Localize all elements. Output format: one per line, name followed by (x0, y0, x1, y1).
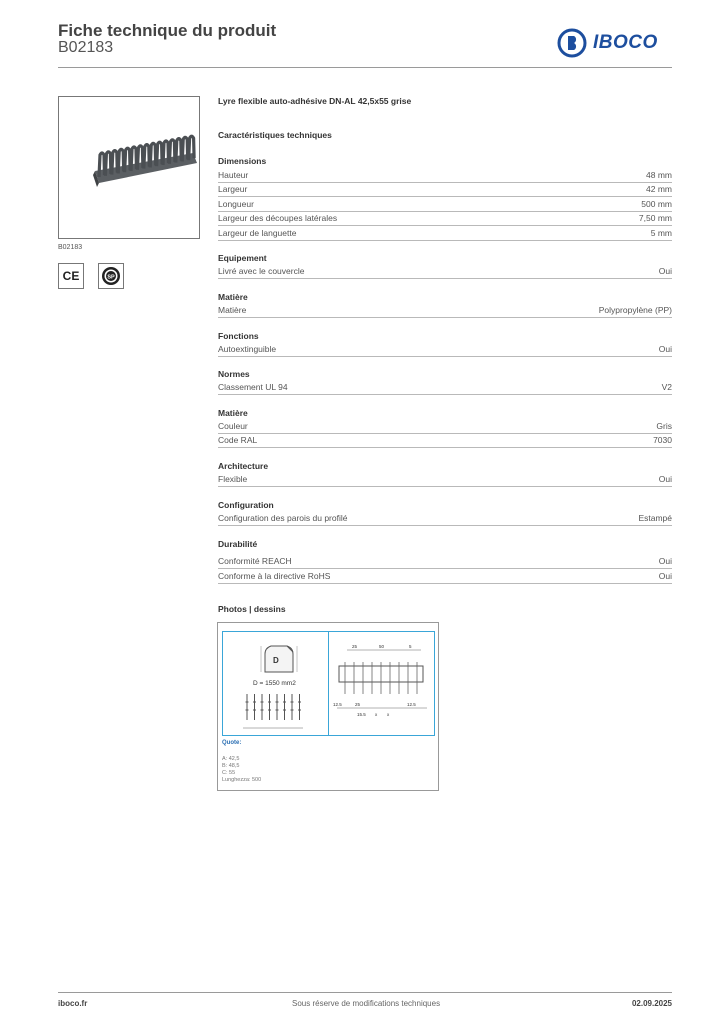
csa-logo-icon: SP (102, 267, 120, 285)
cross-section-drawing: D D = 1550 mm2 (243, 645, 303, 729)
comb-tooth (260, 694, 264, 720)
product-code: B02183 (58, 39, 114, 56)
cable-duct-illustration (93, 134, 197, 187)
csa-mark-icon: SP (98, 263, 124, 289)
iboco-logo-icon (557, 28, 587, 58)
comb-tooth (268, 694, 271, 720)
comb-tooth (290, 694, 294, 720)
comb-tooth (253, 694, 256, 720)
section-functions-title: Fonctions (218, 331, 259, 341)
section-architecture-title: Architecture (218, 461, 269, 471)
duct-finger (116, 147, 126, 174)
brand-name: IBOCO (593, 32, 658, 53)
svg-text:12.5: 12.5 (333, 702, 342, 707)
svg-text:15.5: 15.5 (357, 712, 366, 717)
section-label: D (273, 656, 279, 665)
duct-finger (167, 138, 177, 164)
svg-text:12.5: 12.5 (407, 702, 416, 707)
drawing-side-view: 25 50 5 12.5 25 12.5 15.5 x x (328, 631, 435, 736)
duct-finger (135, 144, 145, 170)
duct-finger (142, 143, 151, 169)
quote-line: B: 48,5 (222, 763, 240, 769)
duct-finger (123, 146, 132, 173)
section-material-colour-title: Matière (218, 408, 248, 418)
comb-tooth (298, 694, 301, 720)
photos-title: Photos | dessins (218, 604, 286, 614)
duct-finger (174, 137, 183, 163)
technical-drawing: D D = 1550 mm2 25 50 5 12.5 25 12.5 15.5… (217, 622, 439, 791)
duct-finger (148, 141, 158, 168)
section-durability-title: Durabilité (218, 539, 258, 549)
duct-finger (97, 151, 107, 178)
drawing-cross-section: D D = 1550 mm2 (222, 631, 329, 736)
header-divider (58, 67, 672, 68)
duct-finger (155, 140, 164, 167)
quote-title: Quote: (222, 740, 242, 746)
duct-finger (187, 134, 196, 161)
comb-tooth (275, 694, 279, 720)
product-image (58, 96, 200, 239)
page-title: Fiche technique du produit (58, 21, 277, 40)
footer-date: 02.09.2025 (631, 999, 672, 1008)
comb-tooth (245, 694, 249, 720)
footer-divider (58, 992, 672, 993)
svg-text:5: 5 (409, 644, 412, 649)
duct-finger (129, 145, 139, 172)
duct-finger (161, 139, 171, 166)
quote-line: A: 42,5 (222, 756, 240, 762)
svg-text:50: 50 (379, 644, 385, 649)
comb-tooth (283, 694, 286, 720)
footer-notice: Sous réserve de modifications techniques (292, 999, 441, 1008)
section-dimensions-title: Dimensions (218, 156, 267, 166)
quote-line: Lunghezza: 500 (222, 777, 262, 783)
quote-line: C: 55 (222, 770, 236, 776)
section-material-title: Matière (218, 292, 248, 302)
section-equipment-title: Equipement (218, 253, 267, 263)
ce-mark-icon: CE (58, 263, 84, 289)
area-label: D = 1550 mm2 (253, 680, 296, 687)
duct-finger (110, 149, 119, 175)
side-view-drawing: 25 50 5 12.5 25 12.5 15.5 x x (333, 644, 427, 717)
image-caption: B02183 (58, 244, 83, 251)
product-name: Lyre flexible auto-adhésive DN-AL 42,5x5… (218, 96, 412, 106)
svg-text:x: x (375, 712, 378, 717)
footer-website: iboco.fr (58, 999, 88, 1008)
svg-text:x: x (387, 712, 390, 717)
section-standards-title: Normes (218, 369, 250, 379)
svg-text:25: 25 (352, 644, 358, 649)
svg-text:25: 25 (355, 702, 361, 707)
duct-finger (103, 150, 113, 176)
spec-title: Caractéristiques techniques (218, 130, 332, 140)
svg-text:SP: SP (107, 274, 115, 280)
duct-finger (180, 135, 190, 162)
brand-logo: IBOCO (557, 28, 658, 58)
section-configuration-title: Configuration (218, 500, 274, 510)
